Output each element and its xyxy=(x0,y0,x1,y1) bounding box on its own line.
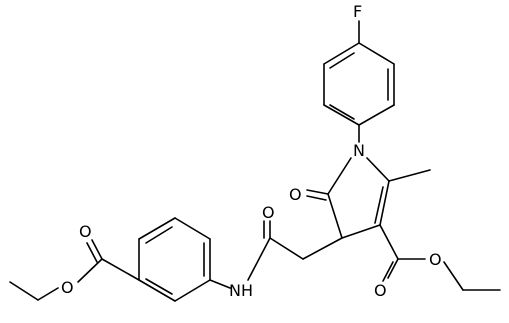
pyrrolinone-ring xyxy=(306,157,431,239)
benzoate-ring xyxy=(138,217,211,302)
ring-nitrogen-label: N xyxy=(353,141,365,160)
fluorine-label: F xyxy=(353,2,362,21)
left-ethyl-ester xyxy=(9,239,140,301)
amide-oxygen-label: O xyxy=(262,203,275,222)
lactam-oxygen-label: O xyxy=(289,185,302,204)
fluorophenyl-ring xyxy=(323,20,395,143)
left-ester-ether-oxygen-label: O xyxy=(61,278,74,297)
left-ester-carbonyl-oxygen-label: O xyxy=(79,222,92,241)
amide-nh-label: NH xyxy=(229,281,253,300)
right-ester-ether-oxygen-label: O xyxy=(429,250,442,269)
right-ester-carbonyl-oxygen-label: O xyxy=(374,281,387,300)
right-ethyl-ester xyxy=(379,224,501,291)
acetamide-linker xyxy=(209,220,343,289)
